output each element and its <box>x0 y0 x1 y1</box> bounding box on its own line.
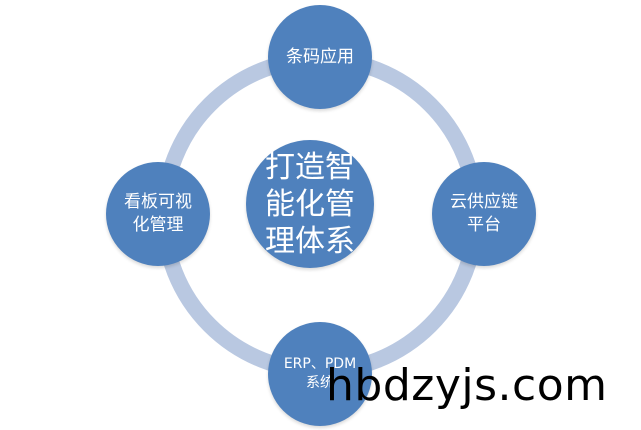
node-erp-pdm: ERP、PDM系统 <box>268 322 372 426</box>
center-node: 打造智能化管理体系 <box>246 140 374 268</box>
node-kanban: 看板可视化管理 <box>106 162 210 266</box>
center-label: 打造智能化管理体系 <box>265 149 355 259</box>
watermark-text: hbdzyjs.com <box>326 360 608 411</box>
node-barcode-label: 条码应用 <box>286 46 354 67</box>
node-cloud-supply-chain-label: 云供应链平台 <box>450 192 518 235</box>
node-barcode: 条码应用 <box>268 5 372 109</box>
node-kanban-label: 看板可视化管理 <box>124 192 192 235</box>
node-cloud-supply-chain: 云供应链平台 <box>432 162 536 266</box>
node-erp-pdm-label: ERP、PDM系统 <box>283 356 357 391</box>
